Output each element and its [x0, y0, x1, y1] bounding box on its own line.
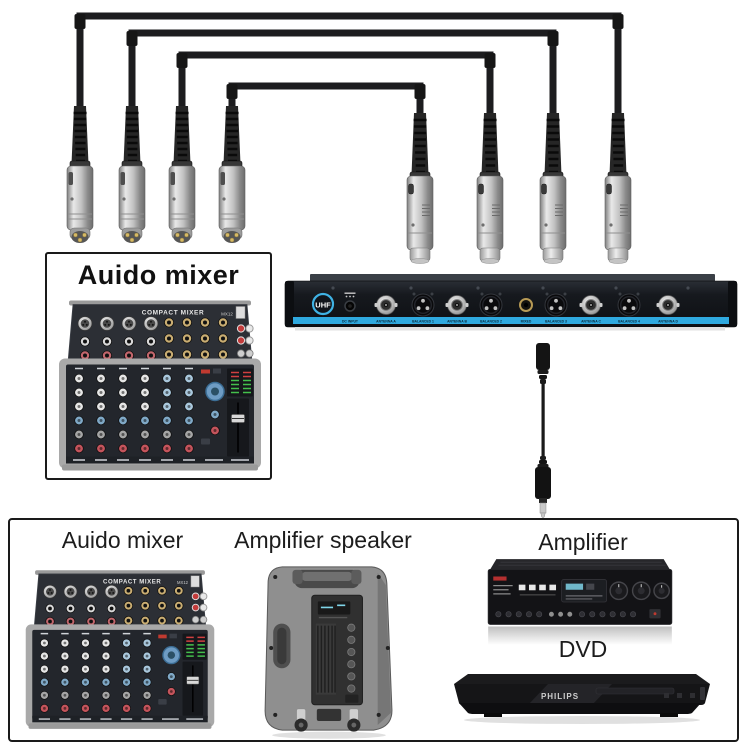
port-label: BALANCED 2 — [480, 320, 502, 324]
uhf-logo-text: UHF — [315, 301, 331, 310]
port-label: ANTENNA C — [581, 320, 601, 324]
cable-3 — [178, 51, 494, 120]
port-label: BALANCED 3 — [545, 320, 567, 324]
cable-1 — [76, 12, 622, 120]
mixer-label: Auido mixer — [61, 527, 184, 553]
port-label: BALANCED 4 — [618, 320, 640, 324]
port-label: ANTENNA B — [447, 320, 467, 324]
audio-mixer-title: Auido mixer — [77, 260, 240, 290]
xlr-male-connector-1 — [65, 104, 95, 245]
amplifier-label: Amplifier — [538, 529, 628, 555]
xlr-female-connector-1 — [405, 111, 435, 265]
xlr-male-connector-3 — [167, 104, 197, 245]
amplifier-image-svg — [487, 558, 673, 646]
uhf-receiver-unit: UHF DC INPUT ANTENNA A BALANCED 1 ANTENN… — [284, 274, 738, 331]
xlr-female-connector-4 — [603, 111, 633, 265]
mixer-image-bottom — [22, 564, 218, 736]
uhf-logo: UHF — [311, 292, 335, 316]
mixed-output-jack — [519, 298, 533, 312]
xlr-male-connector-2 — [117, 104, 147, 245]
xlr-male-connector-4 — [217, 104, 247, 245]
port-label: DC INPUT — [342, 320, 359, 324]
audio-mixer-callout-box: Auido mixer — [45, 252, 272, 480]
equipment-group-box: Auido mixer Amplifier speaker Amplifier … — [8, 518, 739, 742]
dvd-image-svg — [453, 673, 711, 725]
cable-corner-caps — [74, 14, 624, 99]
mixer-image-top — [55, 298, 265, 474]
port-label: ANTENNA D — [658, 320, 678, 324]
speaker-image — [264, 566, 393, 740]
xlr-female-connector-3 — [538, 111, 568, 265]
receiver-label-strip — [293, 317, 729, 324]
dc-input-jack — [344, 292, 356, 312]
speaker-label: Amplifier speaker — [234, 527, 412, 553]
xlr-female-connector-2 — [475, 111, 505, 265]
port-label: MIXED — [521, 320, 532, 324]
audio-jack-cable — [535, 343, 551, 518]
port-label: BALANCED 1 — [412, 320, 434, 324]
cable-4 — [228, 82, 424, 120]
port-label: ANTENNA A — [376, 320, 396, 324]
xlr-cables — [76, 12, 622, 120]
cable-2 — [128, 29, 557, 120]
